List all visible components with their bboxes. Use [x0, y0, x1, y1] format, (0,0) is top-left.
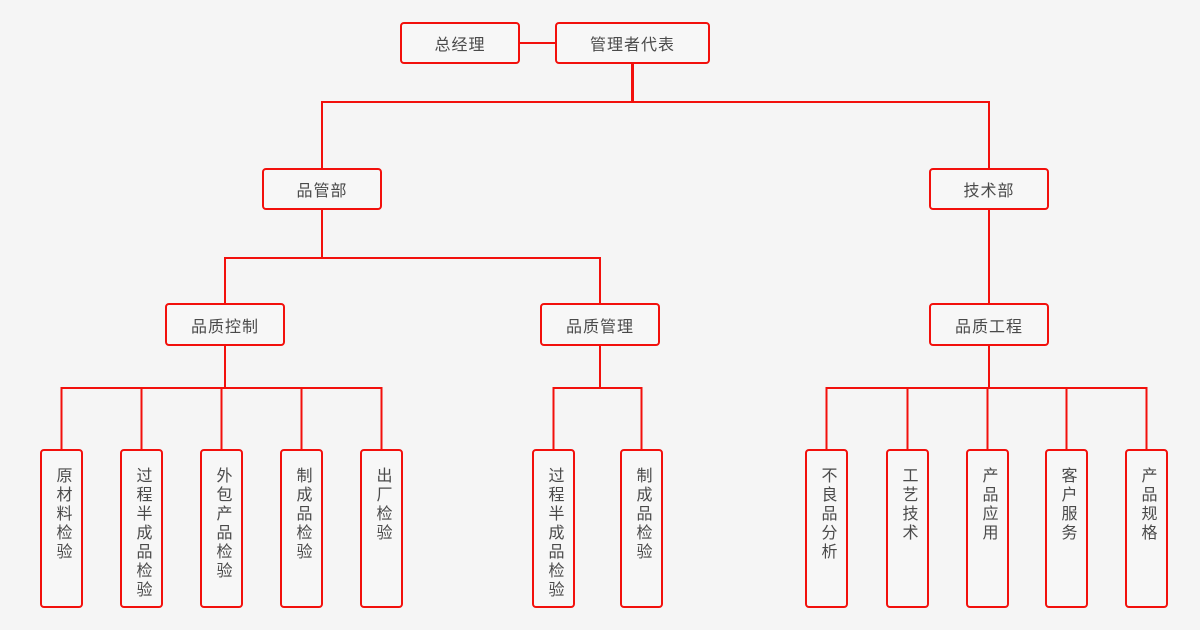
- org-leaf-qm-semi-finished-inspection: 过程半成品检验: [532, 449, 575, 608]
- org-leaf-label: 出厂检验: [373, 467, 391, 543]
- org-leaf-outsourced-product-inspection: 外包产品检验: [200, 449, 243, 608]
- org-leaf-label: 外包产品检验: [213, 467, 231, 581]
- org-leaf-label: 原材料检验: [53, 467, 71, 562]
- org-leaf-product-application: 产品应用: [966, 449, 1009, 608]
- org-node-quality-management: 品质管理: [540, 303, 660, 346]
- org-leaf-label: 工艺技术: [899, 467, 917, 543]
- org-node-management-representative: 管理者代表: [555, 22, 710, 64]
- org-leaf-defective-product-analysis: 不良品分析: [805, 449, 848, 608]
- org-leaf-label: 制成品检验: [293, 467, 311, 562]
- org-leaf-label: 不良品分析: [818, 467, 836, 562]
- org-leaf-outgoing-inspection: 出厂检验: [360, 449, 403, 608]
- org-leaf-in-process-semi-finished-inspection: 过程半成品检验: [120, 449, 163, 608]
- org-leaf-process-technology: 工艺技术: [886, 449, 929, 608]
- org-node-tech-dept: 技术部: [929, 168, 1049, 210]
- org-leaf-qm-finished-product-inspection: 制成品检验: [620, 449, 663, 608]
- org-leaf-raw-material-inspection: 原材料检验: [40, 449, 83, 608]
- org-node-quality-control: 品质控制: [165, 303, 285, 346]
- org-node-quality-dept: 品管部: [262, 168, 382, 210]
- org-leaf-finished-product-inspection: 制成品检验: [280, 449, 323, 608]
- org-leaf-label: 客户服务: [1058, 467, 1076, 543]
- org-leaf-label: 产品规格: [1138, 467, 1156, 543]
- org-node-general-manager: 总经理: [400, 22, 520, 64]
- org-leaf-label: 过程半成品检验: [545, 467, 563, 600]
- org-leaf-label: 过程半成品检验: [133, 467, 151, 600]
- org-leaf-customer-service: 客户服务: [1045, 449, 1088, 608]
- org-leaf-label: 产品应用: [979, 467, 997, 543]
- org-leaf-label: 制成品检验: [633, 467, 651, 562]
- org-leaf-product-specification: 产品规格: [1125, 449, 1168, 608]
- org-node-quality-engineering: 品质工程: [929, 303, 1049, 346]
